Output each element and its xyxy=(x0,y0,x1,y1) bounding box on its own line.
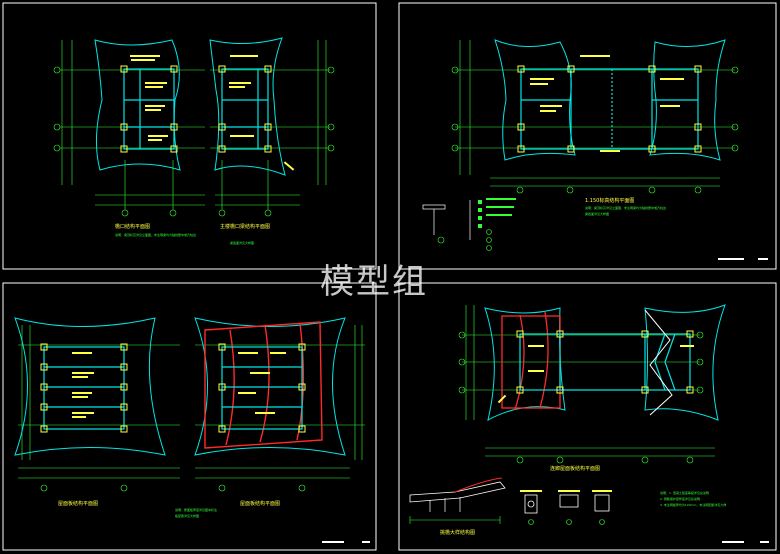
plan-title: 连廊屋面板结构平面图 xyxy=(550,465,600,472)
plan-title: 屋面板结构平面图 xyxy=(58,500,98,507)
watermark: 模型组 xyxy=(320,262,428,302)
title-block-stamp xyxy=(760,541,769,543)
plan-bottom-left-b xyxy=(194,317,365,492)
plan-title: 主楼檐口梁结构平面图 xyxy=(220,223,270,230)
plan-note: 说明：1. 混凝土强度等级详见总说明 xyxy=(660,490,709,495)
plan-note: 说明：梁顶标高详见立面图，未注明梁均为轴线居中或齐柱边 xyxy=(115,232,196,237)
plan-bottom-left-a xyxy=(14,317,180,492)
plan-top-left-a xyxy=(53,39,205,217)
title-block-stamp xyxy=(758,258,768,260)
plan-top-right xyxy=(451,39,739,194)
plan-title: 1.150标高结构平面图 xyxy=(585,197,634,204)
title-block-stamp xyxy=(722,541,744,543)
sheet-frame-top-left xyxy=(2,2,377,270)
plan-note: 3. 未注明板厚均为120mm，未注明配筋详见大样 xyxy=(660,502,726,507)
plan-title: 檐口结构平面图 xyxy=(115,223,150,230)
title-block-stamp xyxy=(718,258,744,260)
legend-block xyxy=(422,198,516,251)
plan-bottom-right xyxy=(458,304,726,464)
plan-note: 2. 钢筋保护层厚度详见总说明 xyxy=(660,496,700,501)
plan-title: 挑檐大样结构图 xyxy=(440,529,475,536)
detail-section xyxy=(409,477,612,525)
title-block-stamp xyxy=(362,541,370,543)
plan-note: 梁截面详见大样图 xyxy=(585,211,609,216)
plan-top-left-b xyxy=(209,37,335,217)
plan-note: 说明：梁顶标高详见立面图，未注明梁均为轴线居中或齐柱边 xyxy=(585,205,666,210)
title-block-stamp xyxy=(322,541,344,543)
sheet-frame-bottom-right xyxy=(398,282,777,551)
plan-note: 梁截面详见大样图 xyxy=(230,240,254,245)
plan-title: 屋面板结构平面图 xyxy=(240,500,280,507)
sheet-frame-bottom-left xyxy=(2,282,377,551)
plan-note: 说明：屋面板厚度详见图中标注 xyxy=(175,507,217,512)
plan-note: 板配筋详见大样图 xyxy=(175,513,199,518)
sheet-frame-top-right xyxy=(398,2,777,270)
